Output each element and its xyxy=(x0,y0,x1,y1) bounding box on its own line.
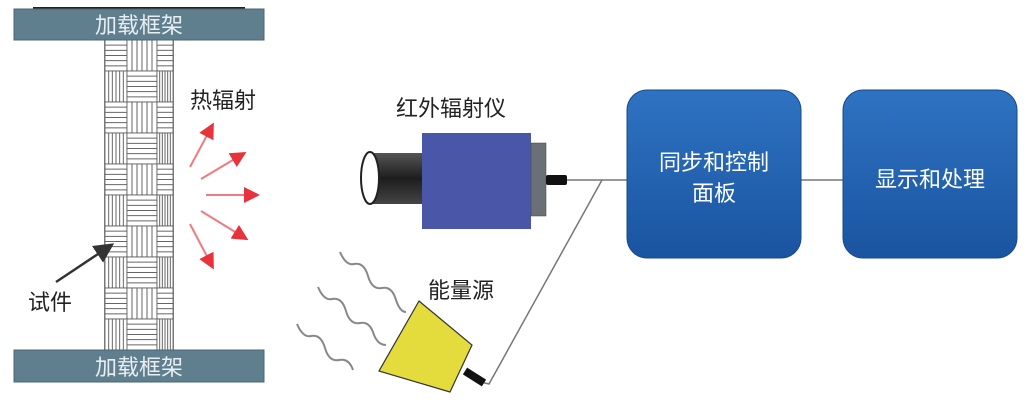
weave-block xyxy=(126,256,158,289)
weave-block xyxy=(104,132,128,165)
energy-waves xyxy=(296,251,407,371)
weave-block xyxy=(156,39,174,72)
weave-block xyxy=(156,101,174,134)
weave-block xyxy=(156,318,174,351)
weave-block xyxy=(126,70,158,103)
weave-block xyxy=(156,194,174,227)
heat-arrow xyxy=(200,210,249,241)
frame-top-label: 加载框架 xyxy=(95,14,183,39)
display-processing-unit: 显示和处理 xyxy=(842,89,1018,259)
sync-control-panel: 同步和控制 面板 xyxy=(626,89,802,259)
weave-block xyxy=(156,256,174,289)
heat-arrow xyxy=(189,223,214,270)
heat-radiation-label: 热辐射 xyxy=(190,89,256,114)
weave-block xyxy=(126,194,158,227)
weave-block xyxy=(126,225,158,258)
weave-block xyxy=(156,70,174,103)
weave-block xyxy=(104,256,128,289)
camera-lens xyxy=(360,151,380,205)
energy-source-label: 能量源 xyxy=(428,279,494,304)
weave-block xyxy=(156,287,174,320)
heat-arrow xyxy=(189,122,214,168)
weave-block xyxy=(104,225,128,258)
energy-source xyxy=(378,300,487,393)
control-panel-label-line1: 同步和控制 xyxy=(659,151,769,176)
weave-block xyxy=(126,132,158,165)
weave-block xyxy=(104,39,128,72)
ir-camera-label: 红外辐射仪 xyxy=(396,97,506,122)
heat-arrow xyxy=(200,151,247,180)
weave-block xyxy=(104,163,128,196)
weave-block xyxy=(104,287,128,320)
weave-block xyxy=(156,132,174,165)
loading-frame-top: 加载框架 xyxy=(13,7,265,41)
display-label: 显示和处理 xyxy=(875,168,985,193)
specimen xyxy=(104,39,174,353)
camera-body xyxy=(422,133,531,229)
specimen-pointer-arrow xyxy=(55,243,115,284)
frame-bottom-label: 加载框架 xyxy=(95,356,183,381)
weave-block xyxy=(104,101,128,134)
weave-block xyxy=(156,225,174,258)
weave-block xyxy=(104,194,128,227)
specimen-label: 试件 xyxy=(28,291,72,316)
weave-block xyxy=(126,101,158,134)
weave-block xyxy=(126,318,158,351)
weave-block xyxy=(156,163,174,196)
weave-block xyxy=(104,70,128,103)
control-panel-label-line2: 面板 xyxy=(692,182,736,207)
loading-frame-bottom: 加载框架 xyxy=(13,349,265,383)
ir-camera xyxy=(360,133,567,229)
weave-block xyxy=(126,39,158,72)
weave-block xyxy=(126,287,158,320)
weave-block xyxy=(126,163,158,196)
weave-block xyxy=(104,318,128,351)
heat-radiation-arrows xyxy=(189,122,260,270)
